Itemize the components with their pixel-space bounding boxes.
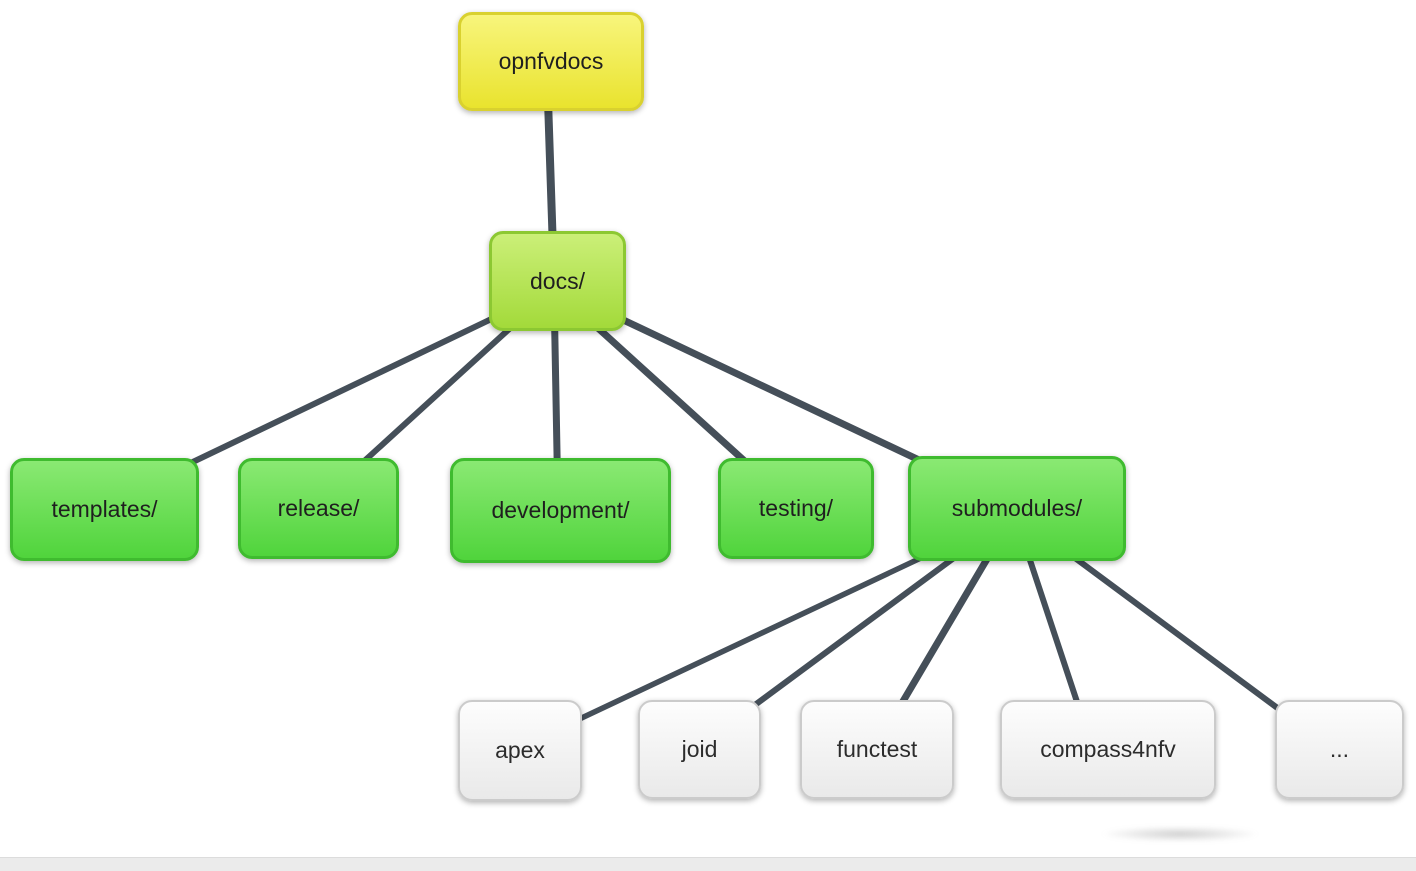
node-compass4nfv: compass4nfv <box>1000 700 1216 799</box>
node-more: ... <box>1275 700 1404 799</box>
node-development: development/ <box>450 458 671 563</box>
node-functest: functest <box>800 700 954 799</box>
node-docs: docs/ <box>489 231 626 331</box>
node-submodules: submodules/ <box>908 456 1126 561</box>
node-testing: testing/ <box>718 458 874 559</box>
bottom-strip <box>0 857 1416 871</box>
node-apex: apex <box>458 700 582 801</box>
artifact-smudge <box>1100 826 1260 842</box>
node-opnfvdocs: opnfvdocs <box>458 12 644 111</box>
node-release: release/ <box>238 458 399 559</box>
node-templates: templates/ <box>10 458 199 561</box>
node-joid: joid <box>638 700 761 799</box>
